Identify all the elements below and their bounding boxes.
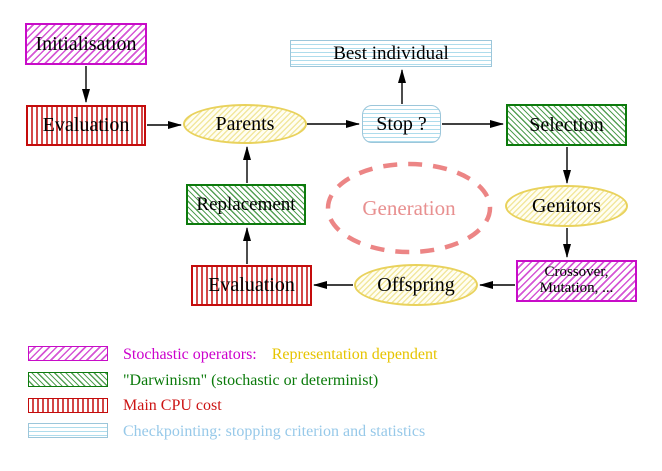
node-evaluation-bottom: Evaluation — [191, 265, 312, 306]
legend-item-main-cpu-cost: Main CPU cost — [123, 396, 222, 416]
crossover-line1: Crossover, — [544, 264, 609, 281]
legend-label-stochastic-operators: Stochastic operators: — [123, 346, 257, 363]
node-crossover-mutation: Crossover, Mutation, ... — [516, 260, 637, 302]
node-evaluation-top: Evaluation — [26, 105, 146, 146]
legend-swatch-stochastic-operators — [28, 346, 108, 361]
node-offspring: Offspring — [354, 264, 478, 306]
generation-cycle-label: Generation — [362, 195, 456, 220]
node-selection-label: Selection — [529, 113, 604, 136]
legend-label-main-cpu-cost: Main CPU cost — [123, 397, 222, 414]
node-initialisation-label: Initialisation — [35, 32, 137, 55]
node-evaluation-top-label: Evaluation — [42, 114, 130, 136]
legend-swatch-main-cpu-cost — [28, 398, 108, 413]
node-genitors-label: Genitors — [532, 194, 601, 217]
node-initialisation: Initialisation — [25, 23, 147, 65]
crossover-line2: Mutation, ... — [539, 280, 614, 296]
node-replacement-label: Replacement — [196, 193, 296, 215]
node-best-individual: Best individual — [290, 40, 492, 67]
legend-swatch-darwinism — [28, 372, 108, 387]
node-best-individual-label: Best individual — [333, 42, 449, 64]
node-offspring-label: Offspring — [377, 273, 455, 296]
node-parents: Parents — [183, 104, 307, 144]
legend-label-checkpointing: Checkpointing: stopping criterion and st… — [123, 423, 426, 440]
legend-item-stochastic-operators: Stochastic operators: Representation dep… — [123, 345, 437, 365]
node-stop-label: Stop ? — [376, 112, 427, 135]
legend-item-darwinism: "Darwinism" (stochastic or determinist) — [123, 371, 378, 391]
node-selection: Selection — [506, 104, 627, 146]
node-genitors: Genitors — [505, 185, 628, 227]
node-stop: Stop ? — [362, 105, 441, 143]
legend-swatch-checkpointing — [28, 423, 108, 438]
legend-item-checkpointing: Checkpointing: stopping criterion and st… — [123, 422, 425, 442]
legend-label-representation-dependent: Representation dependent — [271, 346, 438, 363]
node-crossover-mutation-label: Crossover, Mutation, ... — [539, 264, 614, 297]
node-replacement: Replacement — [186, 184, 306, 225]
node-parents-label: Parents — [215, 112, 275, 135]
node-evaluation-bottom-label: Evaluation — [208, 274, 295, 296]
legend-label-darwinism: "Darwinism" (stochastic or determinist) — [123, 372, 379, 389]
